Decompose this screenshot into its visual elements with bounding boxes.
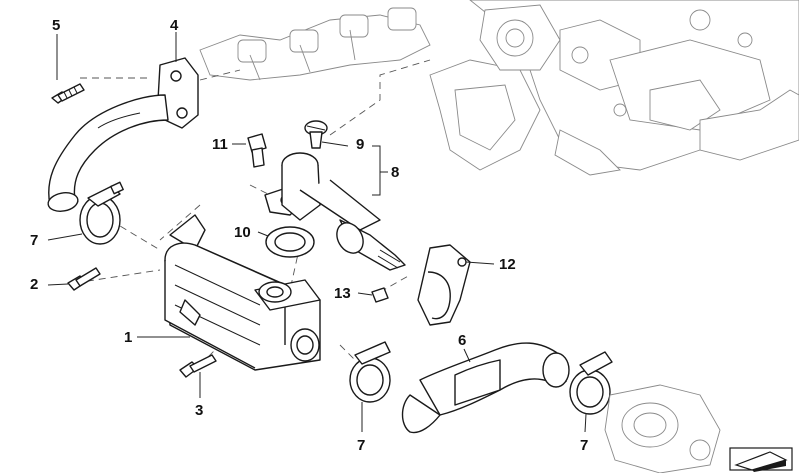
- callout-7-middle: 7: [357, 437, 366, 454]
- part-7-clamp-upper-left: [79, 181, 124, 245]
- part-2-bolt: [67, 267, 101, 291]
- part-8-egr-valve: [264, 152, 406, 271]
- part-9-screw: [304, 120, 328, 149]
- callout-11: 11: [212, 136, 228, 153]
- throttle-body-background: [604, 384, 721, 473]
- part-6-pipe: [401, 342, 570, 434]
- callout-4: 4: [170, 17, 179, 34]
- callout-1: 1: [124, 329, 133, 346]
- part-1-egr-cooler: [164, 214, 321, 371]
- callout-9: 9: [356, 136, 365, 153]
- callout-2: 2: [30, 276, 39, 293]
- part-7-clamp-right: [569, 351, 613, 415]
- callout-3: 3: [195, 402, 204, 419]
- arrow-badge-icon: [729, 447, 793, 472]
- part-3-bolt: [179, 354, 217, 378]
- callout-12: 12: [499, 256, 516, 273]
- callout-6: 6: [458, 332, 467, 349]
- engine-block-background: [199, 0, 799, 176]
- callout-13: 13: [334, 285, 351, 302]
- part-5-bolt: [51, 83, 85, 104]
- callout-8: 8: [391, 164, 400, 181]
- callout-10: 10: [234, 224, 251, 241]
- callout-5: 5: [52, 17, 61, 34]
- leader-lines: [47, 32, 587, 433]
- callout-7-right: 7: [580, 437, 589, 454]
- part-13-bolt: [371, 287, 389, 303]
- part-4-egr-pipe: [47, 57, 199, 212]
- part-11-bolt: [247, 133, 267, 168]
- callout-7-upper-left: 7: [30, 232, 39, 249]
- part-10-gasket: [265, 226, 315, 258]
- part-12-bracket: [417, 244, 471, 326]
- part-7-clamp-middle: [349, 341, 391, 403]
